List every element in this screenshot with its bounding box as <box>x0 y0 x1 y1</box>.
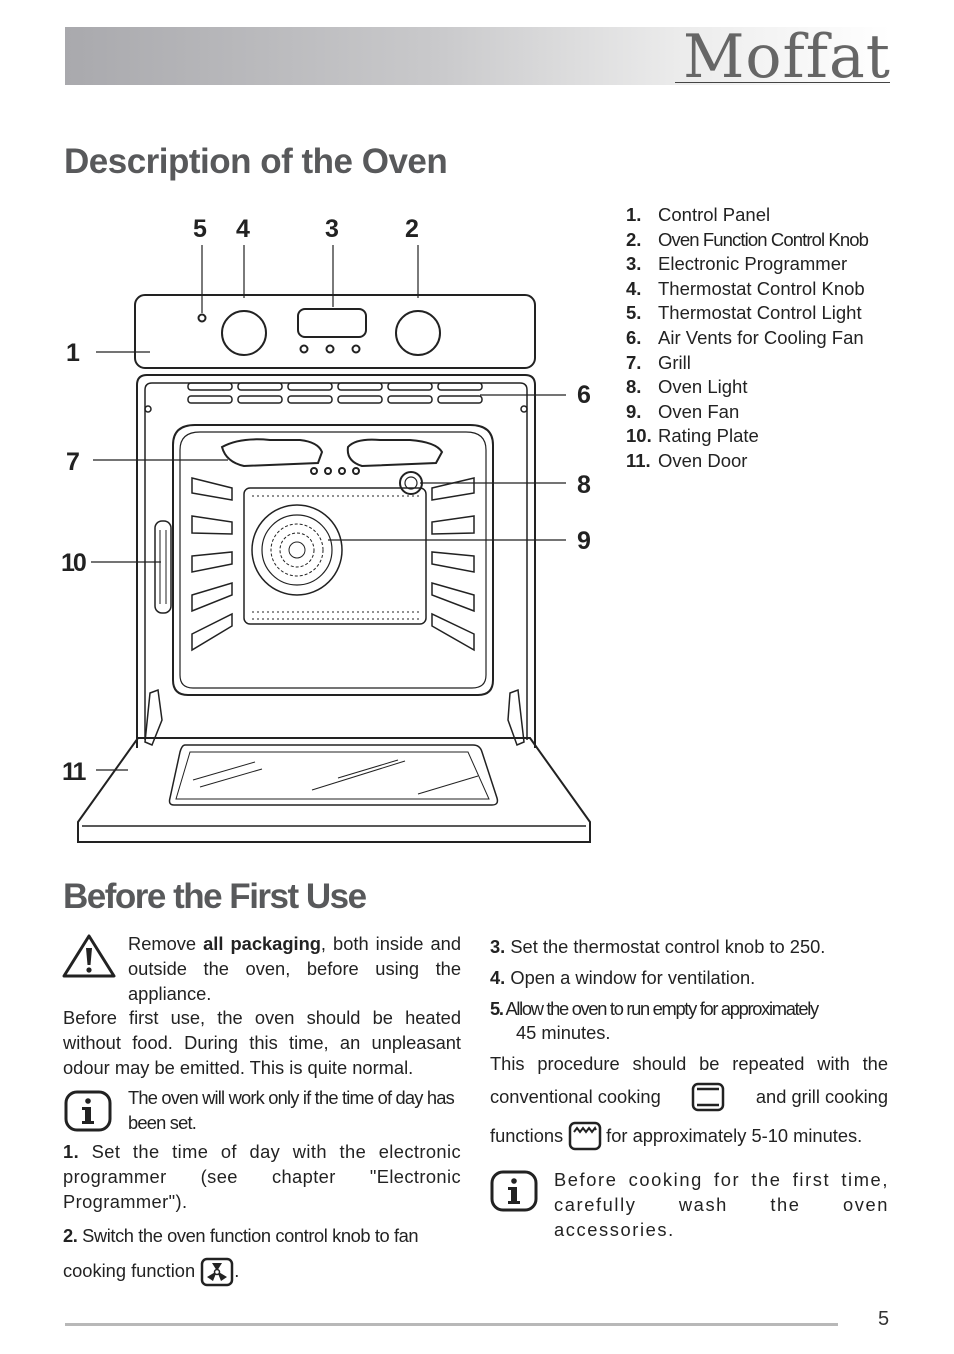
info-text-time: The oven will work only if the time of d… <box>128 1087 455 1133</box>
callout-9: 9 <box>577 527 591 555</box>
callout-6: 6 <box>577 381 591 409</box>
step-2: 2. Switch the oven function control knob… <box>63 1225 419 1246</box>
callout-3: 3 <box>325 215 339 243</box>
programmer-display-shape <box>297 308 367 338</box>
repeat-line-3: functions for approximately 5-10 minutes… <box>490 1121 900 1151</box>
callout-11: 11 <box>62 758 87 786</box>
oven-diagram: 5 4 3 2 1 6 7 8 9 10 11 <box>61 215 591 843</box>
legend-item: 3.Electronic Programmer <box>626 253 848 275</box>
step-2-cont: cooking function . <box>63 1257 323 1287</box>
footer-rule <box>65 1323 838 1326</box>
callout-10: 10 <box>61 549 86 577</box>
brand-logo: Moffat <box>683 22 891 92</box>
callout-5: 5 <box>193 215 207 243</box>
step-4: 4. Open a window for ventilation. <box>490 967 756 988</box>
info-icon <box>490 1170 538 1212</box>
callout-1: 1 <box>66 339 80 367</box>
function-knob-shape <box>395 310 441 356</box>
legend-item: 7.Grill <box>626 351 691 373</box>
step-3: 3. Set the thermostat control knob to 25… <box>490 936 826 957</box>
legend-item: 11.Oven Door <box>626 449 748 471</box>
legend-item: 10.Rating Plate <box>626 425 759 447</box>
grill-cooking-icon <box>568 1121 602 1151</box>
callout-8: 8 <box>577 471 591 499</box>
legend-item: 2.Oven Function Control Knob <box>626 228 869 250</box>
oven-door-shape <box>77 737 591 843</box>
legend-item: 4.Thermostat Control Knob <box>626 277 865 299</box>
first-use-paragraph: Before first use, the oven should be hea… <box>63 1007 461 1078</box>
info-text-accessories: Before cooking for the first time, caref… <box>554 1169 889 1240</box>
fan-cooking-icon <box>200 1257 234 1287</box>
callout-7: 7 <box>66 448 80 476</box>
legend-item: 1.Control Panel <box>626 204 771 225</box>
legend-item: 5.Thermostat Control Light <box>626 302 862 324</box>
page-number: 5 <box>878 1308 890 1330</box>
conventional-cooking-icon <box>692 1082 725 1112</box>
thermostat-knob-shape <box>221 310 267 356</box>
component-legend: 1.Control Panel 2.Oven Function Control … <box>626 203 926 474</box>
rating-plate-shape <box>154 520 172 614</box>
logo-underline <box>675 82 890 83</box>
legend-item: 6.Air Vents for Cooling Fan <box>626 326 864 348</box>
repeat-line-2: conventional cooking and grill cooking <box>490 1082 888 1112</box>
section-title-first-use: Before the First Use <box>63 877 367 916</box>
step-1: 1. Set the time of day with the electron… <box>63 1141 461 1212</box>
oven-fan-shape <box>251 504 343 596</box>
control-panel-shape <box>134 294 536 369</box>
legend-item: 8.Oven Light <box>626 376 748 398</box>
info-icon <box>64 1090 112 1132</box>
step-5-cont: 45 minutes. <box>516 1022 611 1043</box>
oven-light-shape <box>399 471 423 495</box>
legend-item: 9.Oven Fan <box>626 400 740 422</box>
repeat-line-1: This procedure should be repeated with t… <box>490 1053 888 1074</box>
step-5: 5. Allow the oven to run empty for appro… <box>490 998 819 1019</box>
callout-2: 2 <box>405 215 419 243</box>
section-title-description: Description of the Oven <box>64 142 448 181</box>
callout-4: 4 <box>236 215 250 243</box>
warning-icon <box>62 934 116 978</box>
thermostat-light-shape <box>197 313 207 323</box>
warning-text: Remove all packaging, both inside and ou… <box>128 933 461 1004</box>
header-band <box>65 27 890 85</box>
